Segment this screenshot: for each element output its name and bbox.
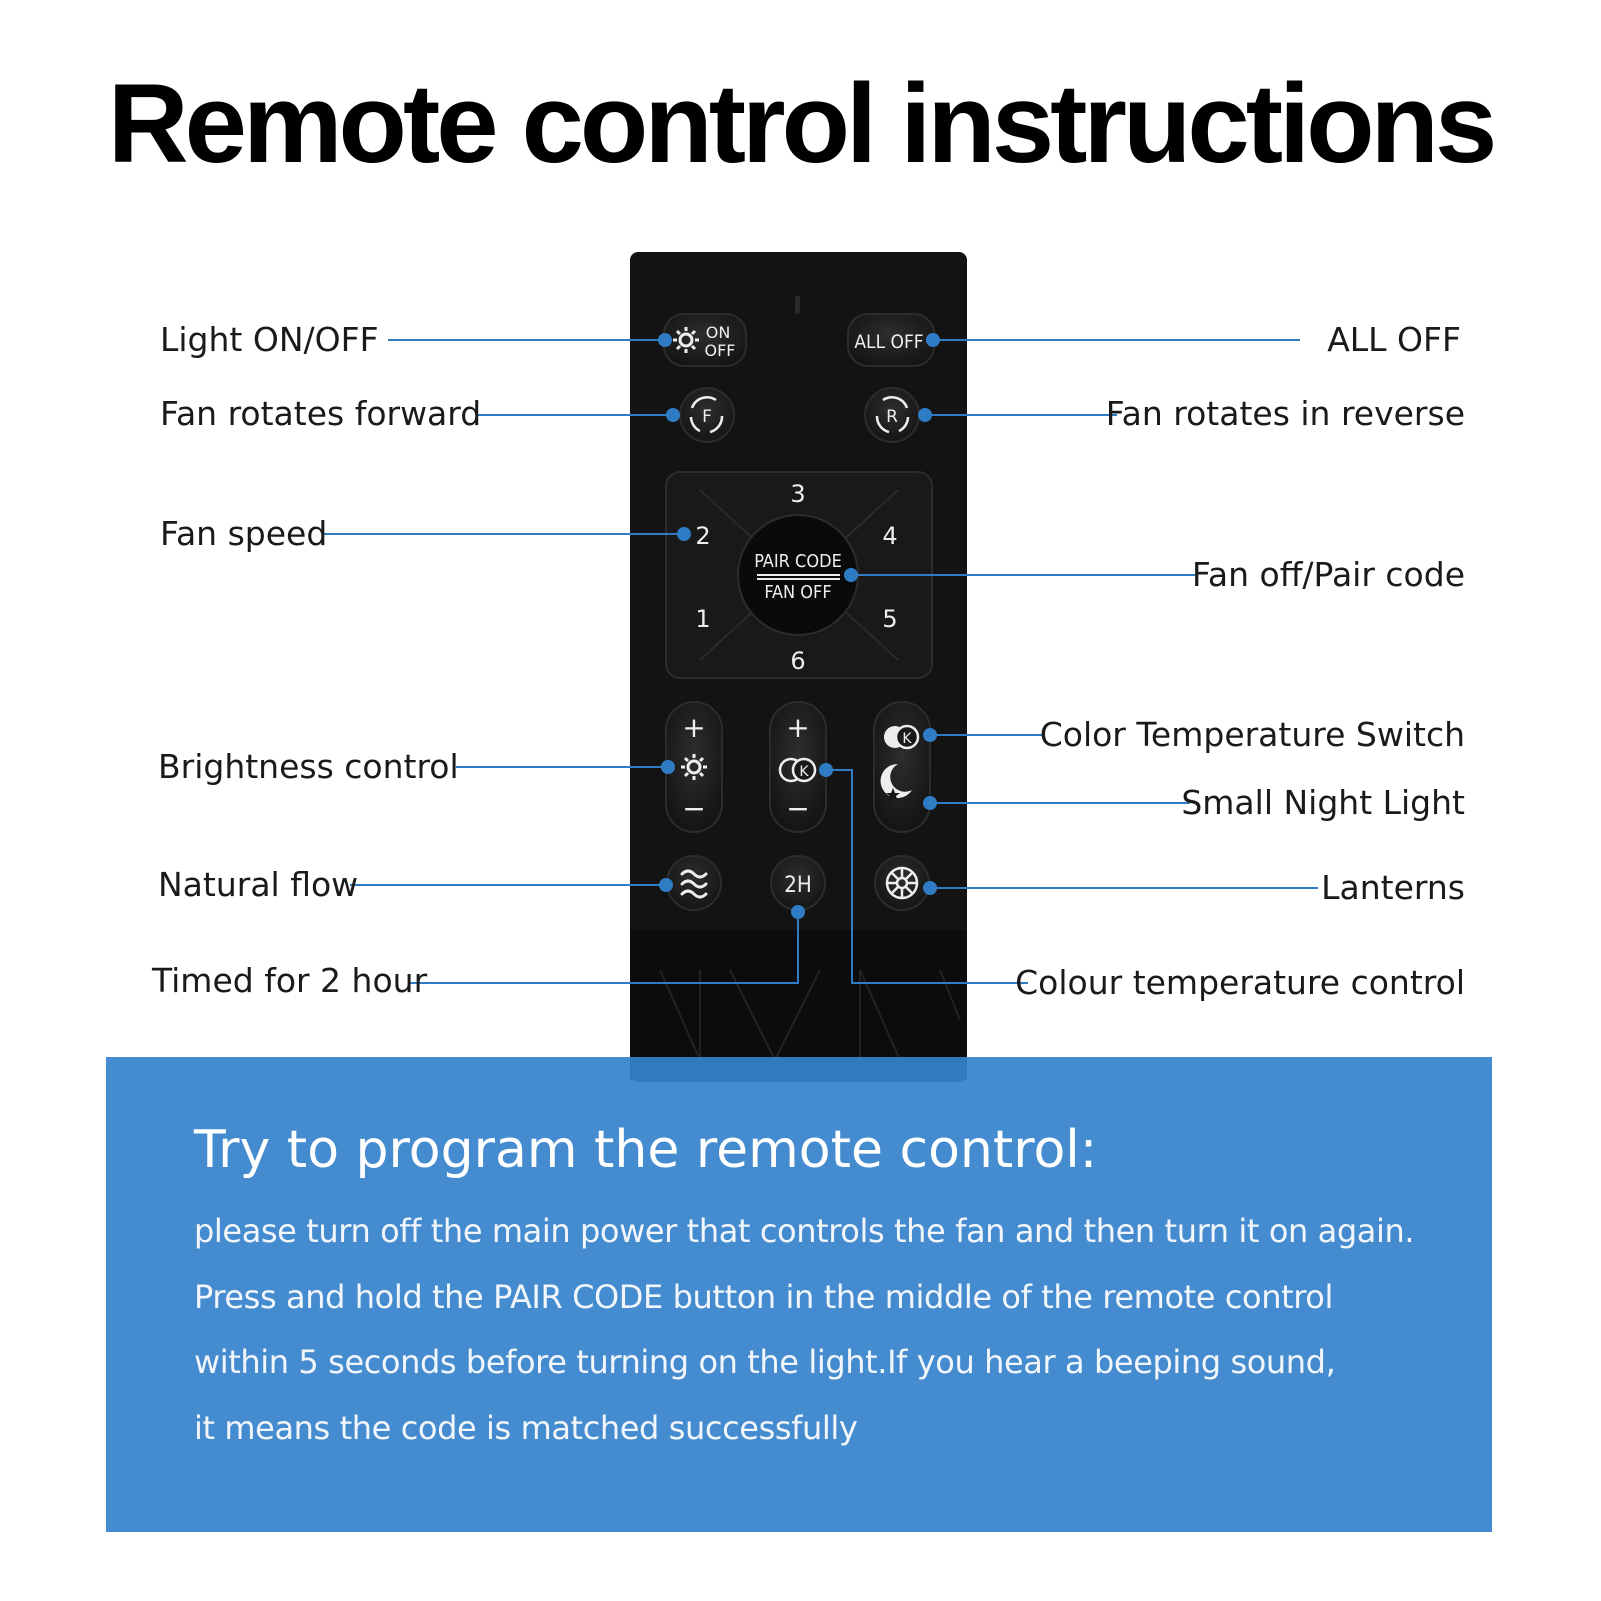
colour-temp-minus[interactable]: − xyxy=(786,792,809,825)
speed-3-button[interactable]: 3 xyxy=(790,480,805,508)
off-label: OFF xyxy=(705,341,736,360)
natural-flow-button[interactable] xyxy=(666,855,722,911)
forward-label: F xyxy=(702,407,712,427)
colour-night-rocker: K xyxy=(873,701,931,833)
instruction-heading: Try to program the remote control: xyxy=(194,1120,1098,1180)
page-title: Remote control instructions xyxy=(107,61,1497,186)
night-light-button[interactable] xyxy=(880,763,912,801)
lanterns-button[interactable] xyxy=(874,855,930,911)
color-temperature-switch-button[interactable]: K xyxy=(884,724,920,750)
callout-colour-temp-control: Colour temperature control xyxy=(1015,963,1465,1002)
light-onoff-button[interactable]: ON OFF xyxy=(663,313,747,367)
callout-brightness: Brightness control xyxy=(158,747,459,786)
pair-code-fan-off-button[interactable]: PAIR CODE FAN OFF xyxy=(737,514,859,636)
led-indicator xyxy=(795,296,800,314)
all-off-label: ALL OFF xyxy=(854,331,923,353)
timer-2h-button[interactable]: 2H xyxy=(770,855,826,911)
timer-label: 2H xyxy=(784,873,811,898)
on-label: ON xyxy=(706,323,731,342)
callout-natural-flow: Natural flow xyxy=(158,865,359,904)
speed-4-button[interactable]: 4 xyxy=(882,522,897,550)
sun-icon xyxy=(673,327,699,353)
speed-5-button[interactable]: 5 xyxy=(882,605,897,633)
callout-fan-off-pair: Fan off/Pair code xyxy=(1191,555,1465,594)
callout-lanterns: Lanterns xyxy=(1321,868,1465,907)
callout-all-off: ALL OFF xyxy=(1327,320,1461,359)
leader-colour-temp xyxy=(826,769,1028,984)
fan-light-icon xyxy=(885,866,919,900)
instruction-line: within 5 seconds before turning on the l… xyxy=(194,1343,1336,1381)
wave-icon xyxy=(680,869,708,899)
callout-color-temp-switch: Color Temperature Switch xyxy=(1039,715,1465,754)
brightness-plus[interactable]: + xyxy=(682,711,705,744)
callout-fan-forward: Fan rotates forward xyxy=(160,394,482,433)
callout-timer: Timed for 2 hour xyxy=(152,961,428,1000)
instruction-line: please turn off the main power that cont… xyxy=(194,1212,1415,1250)
callout-light-onoff: Light ON/OFF xyxy=(160,320,379,359)
rotate-reverse-icon xyxy=(875,396,910,434)
brightness-sun-icon xyxy=(681,754,707,780)
all-off-button[interactable]: ALL OFF xyxy=(847,313,935,367)
instruction-line: Press and hold the PAIR CODE button in t… xyxy=(194,1278,1333,1316)
kelvin-icon: K xyxy=(778,757,817,783)
fan-off-label: FAN OFF xyxy=(764,582,831,603)
leader-timer xyxy=(410,912,799,984)
kelvin-switch-icon: K xyxy=(902,731,912,747)
svg-text:K: K xyxy=(799,764,809,780)
reverse-label: R xyxy=(886,407,898,427)
callout-fan-reverse: Fan rotates in reverse xyxy=(1105,394,1465,433)
speed-1-button[interactable]: 1 xyxy=(695,605,710,633)
speed-6-button[interactable]: 6 xyxy=(790,647,805,675)
instruction-panel xyxy=(106,1057,1492,1532)
moon-star-icon xyxy=(880,763,912,798)
callout-night-light: Small Night Light xyxy=(1181,783,1465,822)
callout-fan-speed: Fan speed xyxy=(160,514,328,553)
brightness-minus[interactable]: − xyxy=(682,792,705,825)
brightness-rocker[interactable]: + − xyxy=(665,701,723,833)
colour-temp-plus[interactable]: + xyxy=(786,711,809,744)
pair-code-label: PAIR CODE xyxy=(754,551,842,572)
rotate-forward-icon xyxy=(689,396,724,434)
instruction-line: it means the code is matched successfull… xyxy=(194,1409,858,1447)
reverse-button[interactable]: R xyxy=(864,387,920,443)
speed-2-button[interactable]: 2 xyxy=(695,522,710,550)
